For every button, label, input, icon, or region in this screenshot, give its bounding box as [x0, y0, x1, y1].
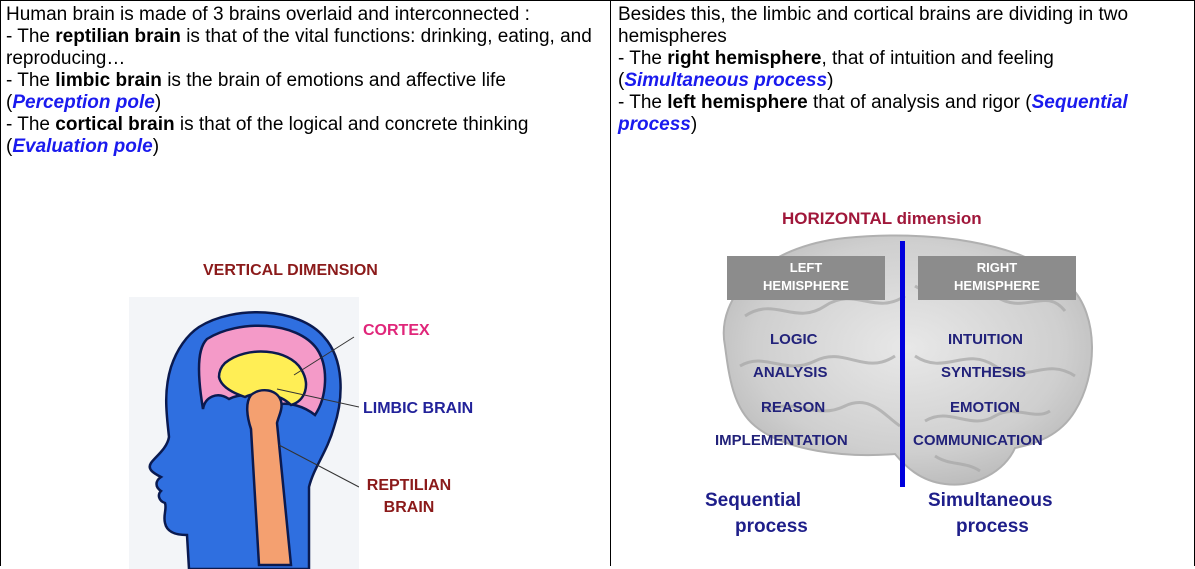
bullet-prefix: - The: [618, 92, 668, 113]
skill-emotion: EMOTION: [950, 399, 1020, 416]
left-box-line1: LEFT: [789, 260, 823, 275]
bullet-prefix: - The: [6, 70, 56, 91]
evaluation-pole: Evaluation pole: [12, 136, 153, 157]
reptilian-term: reptilian brain: [55, 26, 181, 47]
intro-text: Human brain is made of 3 brains overlaid…: [6, 4, 530, 25]
cortical-term: cortical brain: [55, 114, 175, 135]
hemispheres-intro: Besides this, the limbic and cortical br…: [618, 4, 1129, 47]
limbic-desc: is the brain of emotions and affective l…: [6, 70, 506, 113]
limbic-brain-label: LIMBIC BRAIN: [363, 400, 474, 417]
reptilian-label-line1: REPTILIAN: [366, 477, 452, 494]
paren-close: ): [690, 114, 698, 135]
paren-close: ): [827, 70, 834, 91]
bullet-prefix: - The: [6, 26, 56, 47]
skill-analysis: ANALYSIS: [753, 364, 828, 381]
sequential-line2: process: [735, 516, 808, 537]
right-hemisphere-box: RIGHT HEMISPHERE: [918, 256, 1076, 300]
simultaneous-process-label: Simultaneous process: [928, 488, 1078, 540]
right-box-line1: RIGHT: [976, 260, 1018, 275]
head-brain-illustration: [129, 297, 359, 569]
left-hemisphere-box: LEFT HEMISPHERE: [727, 256, 885, 300]
reptilian-brain-label: REPTILIAN BRAIN: [359, 475, 459, 519]
reptilian-line: - The reptilian brain is that of the vit…: [6, 26, 596, 70]
right-hemisphere-term: right hemisphere: [667, 48, 822, 69]
sequential-line1: Sequential: [705, 490, 802, 511]
left-box-line2: HEMISPHERE: [763, 278, 849, 293]
limbic-term: limbic brain: [55, 70, 162, 91]
perception-pole: Perception pole: [12, 92, 155, 113]
cortical-desc: is that of the logical and concrete thin…: [6, 114, 529, 157]
limbic-line: - The limbic brain is the brain of emoti…: [6, 70, 596, 114]
right-hemisphere-line: - The right hemisphere, that of intuitio…: [618, 48, 1178, 92]
skill-logic: LOGIC: [770, 331, 818, 348]
simultaneous-line1: Simultaneous: [928, 490, 1053, 511]
skill-implementation: IMPLEMENTATION: [715, 432, 848, 449]
simultaneous-process-pole: Simultaneous process: [624, 70, 828, 91]
left-hemisphere-desc: that of analysis and rigor (: [807, 92, 1032, 113]
left-table-cell: Human brain is made of 3 brains overlaid…: [0, 0, 611, 569]
reptilian-desc: is that of the vital functions: drinking…: [6, 26, 592, 69]
cortical-line: - The cortical brain is that of the logi…: [6, 114, 596, 158]
sequential-process-pole: Sequential process: [618, 92, 1128, 135]
cortex-label: CORTEX: [363, 322, 430, 339]
limbic-pointer: [276, 388, 359, 408]
right-box-line2: HEMISPHERE: [954, 278, 1040, 293]
bullet-prefix: - The: [618, 48, 668, 69]
bullet-prefix: - The: [6, 114, 56, 135]
skill-reason: REASON: [761, 399, 826, 416]
hemisphere-divider: [900, 241, 905, 487]
brainstem-region: [246, 388, 293, 567]
left-hemisphere-term: left hemisphere: [667, 92, 808, 113]
right-table-cell: Besides this, the limbic and cortical br…: [610, 0, 1195, 566]
skill-communication: COMMUNICATION: [913, 432, 1043, 449]
paren-close: ): [154, 92, 162, 113]
left-text-block: Human brain is made of 3 brains overlaid…: [6, 4, 596, 158]
skill-intuition: INTUITION: [948, 331, 1023, 348]
vertical-dimension-title: VERTICAL DIMENSION: [203, 262, 378, 279]
left-hemisphere-line: - The left hemisphere that of analysis a…: [618, 92, 1178, 136]
skill-synthesis: SYNTHESIS: [941, 364, 1027, 381]
reptilian-pointer: [278, 444, 359, 488]
right-hemisphere-desc: , that of intuition and feeling (: [618, 48, 1054, 91]
reptilian-label-line2: BRAIN: [383, 499, 435, 516]
paren-close: ): [152, 136, 160, 157]
cortex-pointer: [293, 336, 355, 376]
simultaneous-line2: process: [956, 516, 1029, 537]
horizontal-dimension-title: HORIZONTAL dimension: [782, 209, 982, 228]
right-text-block: Besides this, the limbic and cortical br…: [618, 4, 1178, 136]
sequential-process-label: Sequential process: [705, 488, 825, 540]
